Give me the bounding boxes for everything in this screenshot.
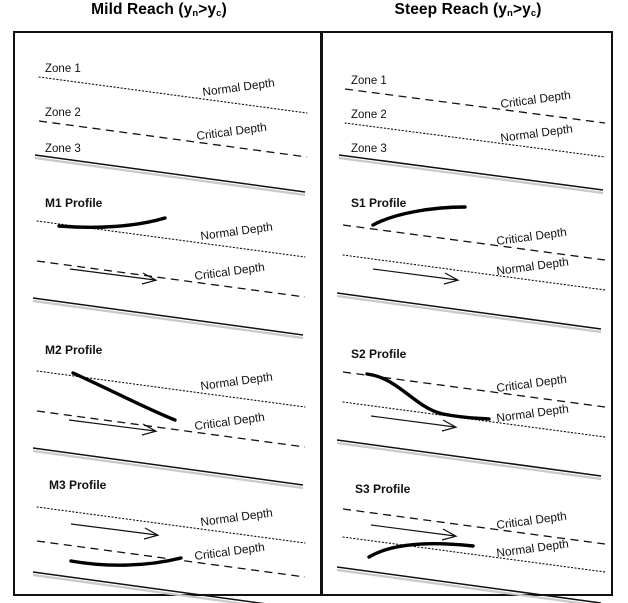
column-headers: Mild Reach (yn>yc) Steep Reach (yn>yc) xyxy=(0,0,628,31)
critical-depth-label: Critical Depth xyxy=(495,372,567,395)
critical-depth-label: Critical Depth xyxy=(499,88,571,111)
column-divider xyxy=(320,33,323,594)
title-end-steep: ) xyxy=(536,1,542,18)
normal-depth-label: Normal Depth xyxy=(200,369,274,393)
normal-depth-label: Normal Depth xyxy=(495,401,569,425)
title-text-steep: Steep Reach (y xyxy=(394,1,508,18)
normal-depth-label: Normal Depth xyxy=(200,219,274,243)
profile-heading-m2: M2 Profile xyxy=(45,343,103,357)
column-mild-reach: Zone 1 Zone 2 Zone 3 Normal Depth Critic… xyxy=(15,33,320,603)
panel-steep-s2: S2 Profile Critical Depth Normal Depth xyxy=(323,328,613,481)
profile-heading-m1: M1 Profile xyxy=(45,196,103,210)
profile-heading-s1: S1 Profile xyxy=(351,196,407,210)
title-sub-c-mild: c xyxy=(216,8,222,19)
panel-mild-m2: M2 Profile Normal Depth Critical Depth xyxy=(15,328,320,490)
zone-label-3: Zone 3 xyxy=(351,143,387,155)
zone-label-2: Zone 2 xyxy=(351,109,387,121)
profile-heading-s2: S2 Profile xyxy=(351,347,407,361)
profile-heading-s3: S3 Profile xyxy=(355,482,411,496)
title-sub-c-steep: c xyxy=(530,8,537,19)
diagram-frame: Zone 1 Zone 2 Zone 3 Normal Depth Critic… xyxy=(13,31,613,603)
critical-depth-label: Critical Depth xyxy=(194,410,266,433)
title-text-mild: Mild Reach (y xyxy=(91,1,193,18)
normal-depth-label: Normal Depth xyxy=(499,121,573,145)
normal-depth-label: Normal Depth xyxy=(200,505,274,529)
page-title-mild-reach: Mild Reach (yn>yc) xyxy=(0,1,318,19)
critical-depth-label: Critical Depth xyxy=(495,225,567,248)
title-sub-n-mild: n xyxy=(192,8,199,19)
normal-depth-label: Normal Depth xyxy=(202,75,276,99)
normal-depth-label: Normal Depth xyxy=(495,536,569,560)
profile-heading-m3: M3 Profile xyxy=(49,478,107,492)
critical-depth-label: Critical Depth xyxy=(196,120,268,143)
panel-steep-s1: S1 Profile Critical Depth Normal Depth xyxy=(323,183,613,334)
panel-mild-m3: M3 Profile Normal Depth Critical Depth xyxy=(15,465,320,603)
page-title-steep-reach: Steep Reach (yn>yc) xyxy=(318,1,618,19)
panel-steep-s3: S3 Profile Critical Depth Normal Depth xyxy=(323,465,613,603)
title-mid-steep: >y xyxy=(512,1,531,18)
title-end-mild: ) xyxy=(221,1,227,18)
zone-label-3: Zone 3 xyxy=(45,143,81,155)
title-mid-mild: >y xyxy=(198,1,217,18)
critical-depth-label: Critical Depth xyxy=(194,540,266,563)
zone-label-1: Zone 1 xyxy=(351,75,387,87)
column-steep-reach: Zone 1 Zone 2 Zone 3 Critical Depth Norm… xyxy=(323,33,613,603)
zone-label-2: Zone 2 xyxy=(45,107,81,119)
normal-depth-label: Normal Depth xyxy=(495,254,569,278)
title-sub-n-steep: n xyxy=(507,8,513,19)
panel-mild-zones: Zone 1 Zone 2 Zone 3 Normal Depth Critic… xyxy=(15,33,320,197)
critical-depth-label: Critical Depth xyxy=(495,509,567,532)
zone-label-1: Zone 1 xyxy=(45,63,81,75)
panel-steep-zones: Zone 1 Zone 2 Zone 3 Critical Depth Norm… xyxy=(323,33,613,195)
panel-mild-m1: M1 Profile Normal Depth Critical Depth xyxy=(15,183,320,340)
critical-depth-label: Critical Depth xyxy=(194,260,266,283)
